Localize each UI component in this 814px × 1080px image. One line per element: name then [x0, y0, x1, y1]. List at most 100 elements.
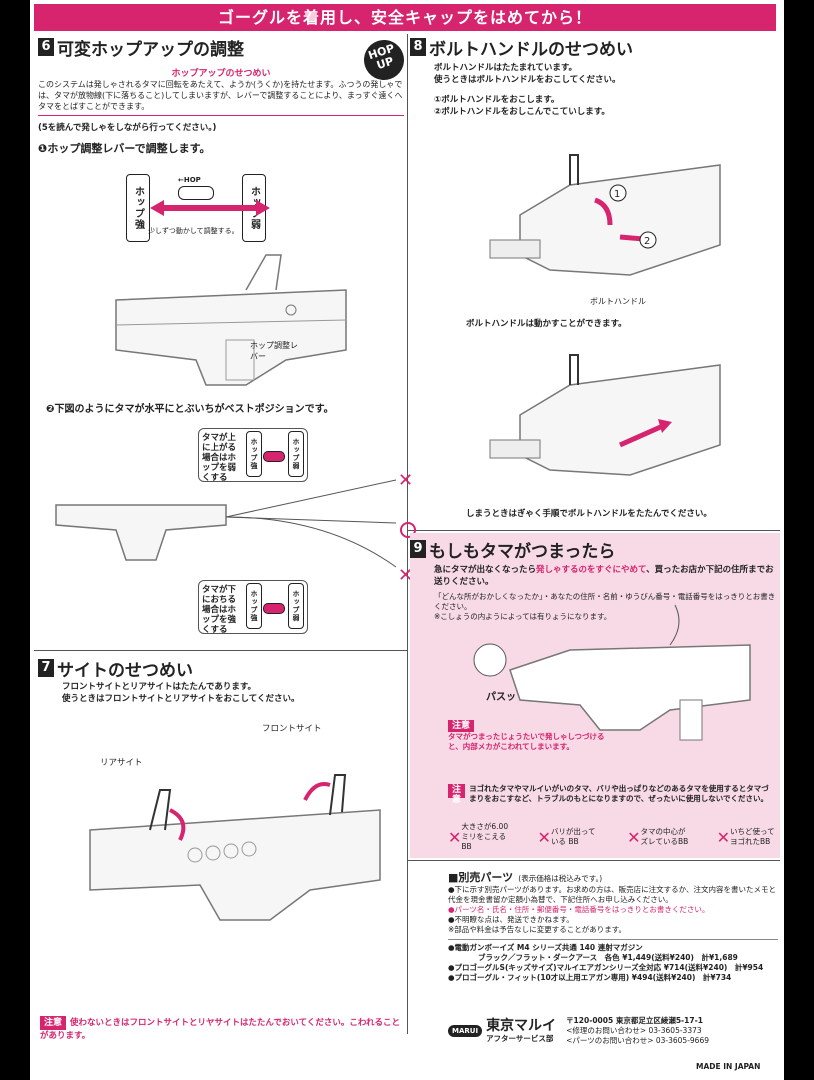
parts-title: ■別売パーツ	[448, 871, 514, 884]
hop-explain-title: ホップアップのせつめい	[171, 69, 271, 79]
jam-text-b: 発しゃするのをすぐにやめて	[536, 565, 647, 575]
bad-bb-item: ✕大きさが6.00ミリをこえるBB	[448, 822, 509, 852]
svg-text:2: 2	[644, 236, 650, 247]
bolt-movable-text: ボルトハンドルは動かすことができます。	[466, 319, 627, 329]
company-name: 東京マルイ	[486, 1017, 557, 1034]
hop-step-1: ❶ホップ調整レバーで調整します。	[38, 142, 211, 155]
parts-item: ●電動ガンボーイズ M4 シリーズ共通 140 連射マガジン	[448, 943, 643, 952]
jam-small-1: 「どんな所がおかしくなったか」・あなたの住所・名前・ゆうびん番号・電話番号をはっ…	[434, 592, 776, 611]
bolt-step-2: ②ボルトハンドルをおしこんでこていします。	[434, 107, 610, 117]
caution-tag: 注意	[448, 784, 466, 805]
hop-strong-label: ホップ強	[246, 431, 262, 477]
jam-text: 急にタマが出なくなったら発しゃするのをすぐにやめて、買ったお店か下記の住所までお…	[410, 564, 776, 588]
jam-sound-text: パスッ	[486, 692, 516, 703]
jam-small-2: ※こしょうの内ようによっては有りょうになります。	[434, 612, 612, 621]
company-tel-2: <パーツのお問い合わせ> 03-3605-9669	[566, 1036, 709, 1045]
x-icon: ✕	[537, 827, 551, 847]
gun-sight-drawing	[89, 774, 381, 921]
bad-bb-label: バリが出っている BB	[550, 827, 596, 846]
front-sight-label: フロントサイト	[262, 724, 322, 734]
up-case-text: タマが上に上がる場合はホップを弱くする	[202, 433, 237, 483]
parts-line-1: ●下に示す別売パーツがあります。お求めの方は、販売店に注文するか、注文内容を書い…	[448, 885, 776, 904]
jam-caution-1: 注意 タマがつまったじょうたいで発しゃしつづけると、内部メカがこわれてしまいます…	[448, 720, 608, 752]
company-logo: MARUI	[448, 1025, 483, 1037]
bad-trajectory-mark: ✕	[398, 565, 414, 586]
hop-arrow-icon	[150, 200, 270, 216]
hop-weak-label: ホップ弱	[288, 431, 304, 477]
company-tel-1: <修理のお問い合わせ> 03-3605-3373	[566, 1026, 702, 1035]
section-title: サイトのせつめい	[57, 660, 193, 681]
jam-text-a: 急にタマが出なくなったら	[434, 565, 537, 575]
section-number: 6	[38, 38, 54, 56]
bad-bb-item: ✕バリが出っている BB	[538, 822, 599, 852]
company-dept: アフターサービス部	[486, 1033, 554, 1043]
company-address: 〒120-0005 東京都足立区綾瀬5-17-1	[566, 1016, 703, 1025]
hop-strong-label: ホップ強	[126, 174, 150, 242]
caution-tag: 注意	[448, 720, 475, 732]
rear-sight-label: リアサイト	[100, 758, 143, 768]
section-divider	[34, 650, 407, 651]
parts-line-2: ●パーツ名・氏名・住所・郵便番号・電話番号をはっきりとお書きください。	[448, 905, 710, 914]
sight-caution-text: 使わないときはフロントサイトとリヤサイトはたたんでおいてください。こわれることが…	[40, 1018, 400, 1041]
section-title: ボルトハンドルのせつめい	[429, 39, 633, 60]
section-number: 7	[38, 659, 54, 677]
down-case-box	[198, 580, 308, 634]
hop-lever-icon	[263, 451, 285, 462]
jammed-gun-drawing	[473, 604, 751, 741]
parts-line-3: ●不明瞭な点は、発送できかねます。	[448, 915, 574, 924]
gun-receiver-drawing	[115, 254, 347, 386]
jam-caution-2-text: ヨゴれたタマやマルイいがいのタマ、バリや出っぱりなどのあるタマを使用するとタマづ…	[469, 784, 769, 803]
jam-text-c: 、買ったお店か下記の住所までお送りください。	[434, 565, 774, 587]
bolt-handle-label: ボルトハンドル	[590, 297, 646, 306]
section-title: 可変ホップアップの調整	[57, 39, 244, 60]
jam-caution-1-text: タマがつまったじょうたいで発しゃしつづけると、内部メカがこわれてしまいます。	[448, 732, 605, 751]
up-case-box	[198, 428, 308, 482]
company-footer: MARUI 東京マルイ アフターサービス部 〒120-0005 東京都足立区綾瀬…	[448, 1016, 778, 1046]
x-icon: ✕	[448, 827, 462, 847]
bad-bb-item: ✕タマの中心がズレているBB	[627, 822, 688, 852]
x-icon: ✕	[627, 827, 641, 847]
bolt-text-1: ボルトハンドルはたたまれています。	[434, 63, 577, 73]
bolt-step-1: ①ボルトハンドルをおこします。	[434, 95, 560, 105]
section-divider	[407, 860, 780, 861]
sight-text-1: フロントサイトとリアサイトはたたんであります。	[62, 682, 256, 692]
bad-bb-label: いちど使ってヨゴれたBB	[730, 827, 775, 846]
hop-small-label: ←HOP	[178, 176, 201, 184]
trajectory-drawing	[55, 479, 397, 568]
parts-note: (表示価格は税込みです。)	[518, 874, 603, 883]
hop-step-2: ❷下図のようにタマが水平にとぶいちがベストポジションです。	[46, 404, 334, 415]
parts-section: ■別売パーツ (表示価格は税込みです。) ●下に示す別売パーツがあります。お求め…	[448, 866, 778, 983]
sight-text-2: 使うときはフロントサイトとリアサイトをおこしてください。	[62, 694, 300, 704]
section-title: もしもタマがつまったら	[429, 541, 616, 562]
bad-bb-item: ✕いちど使ってヨゴれたBB	[717, 822, 778, 852]
parts-list: ●電動ガンボーイズ M4 シリーズ共通 140 連射マガジン ブラック／フラット…	[448, 939, 778, 983]
x-icon: ✕	[716, 827, 730, 847]
hop-instruction: 少しずつ動かして調整する。	[148, 227, 239, 235]
bad-bb-row: ✕大きさが6.00ミリをこえるBB ✕バリが出っている BB ✕タマの中心がズレ…	[448, 822, 778, 852]
safety-banner: ゴーグルを着用し、安全キャップをはめてから！	[34, 4, 776, 31]
bad-bb-label: 大きさが6.00ミリをこえるBB	[461, 822, 509, 851]
down-case-text: タマが下におちる場合はホップを強くする	[202, 585, 237, 635]
parts-line-4: ※部品や料金は予告なしに変更することがあります。	[448, 925, 627, 934]
hop-strong-label: ホップ強	[246, 583, 262, 629]
bolt-fold-text: しまうときはぎゃく手順でボルトハンドルをたたんでください。	[466, 509, 712, 519]
hop-explain-text: このシステムは発しゃされるタマに回転をあたえて、ようか(うくか)を持たせます。ふ…	[38, 79, 404, 116]
made-in-japan: MADE IN JAPAN	[696, 1062, 761, 1071]
parts-item: ブラック／フラット・ダークアース 各色 ¥1,449(送料¥240) 計¥1,6…	[478, 953, 738, 962]
hop-lever-icon	[263, 603, 285, 614]
sight-caution: 注意使わないときはフロントサイトとリヤサイトはたたんでおいてください。こわれるこ…	[40, 1016, 400, 1042]
jam-caution-2: 注意 ヨゴれたタマやマルイいがいのタマ、バリや出っぱりなどのあるタマを使用すると…	[448, 784, 774, 805]
bolt-handle-drawing-1: 1 2	[489, 154, 721, 276]
hop-lever-icon	[178, 186, 214, 200]
good-trajectory-mark	[400, 522, 416, 538]
parts-item: ●プロゴーグルS(キッズサイズ)マルイエアガンシリーズ全対応 ¥714(送料¥2…	[448, 963, 764, 972]
caution-tag: 注意	[40, 1016, 67, 1030]
hop-lever-label: ホップ調整レバー	[250, 341, 298, 361]
bolt-handle-drawing-2	[489, 354, 721, 476]
bad-bb-label: タマの中心がズレているBB	[640, 827, 689, 846]
